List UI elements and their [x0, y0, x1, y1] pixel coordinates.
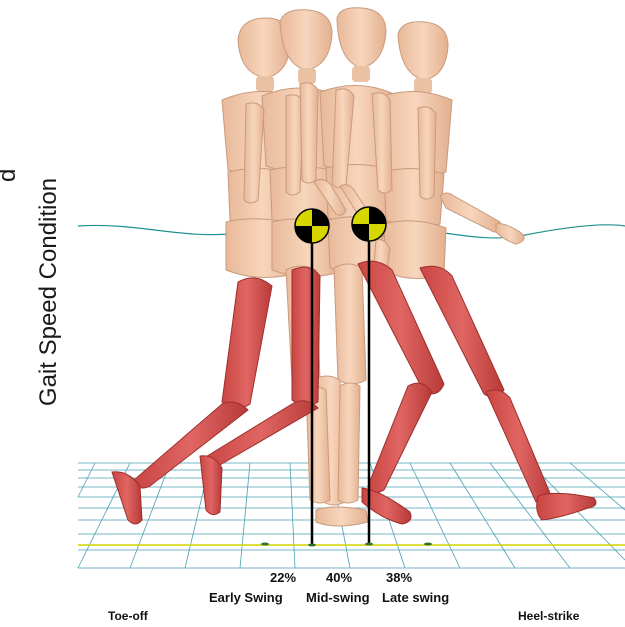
early-swing-label: Early Swing [209, 590, 283, 605]
heel-strike-label: Heel-strike [518, 609, 579, 623]
early-swing-percent: 22% [270, 570, 296, 585]
head-2 [280, 10, 332, 70]
head-4 [398, 22, 448, 80]
head-3 [337, 8, 386, 68]
side-axis-label-partial: d [0, 152, 23, 182]
mid-swing-label: Mid-swing [306, 590, 370, 605]
mid-swing-percent: 40% [326, 570, 352, 585]
center-of-mass-marker-icon [295, 209, 329, 243]
center-of-mass-marker-icon [352, 207, 386, 241]
side-axis-label: Gait Speed Condition [33, 166, 65, 418]
late-swing-percent: 38% [386, 570, 412, 585]
late-swing-label: Late swing [382, 590, 449, 605]
toe-off-label: Toe-off [108, 609, 148, 623]
